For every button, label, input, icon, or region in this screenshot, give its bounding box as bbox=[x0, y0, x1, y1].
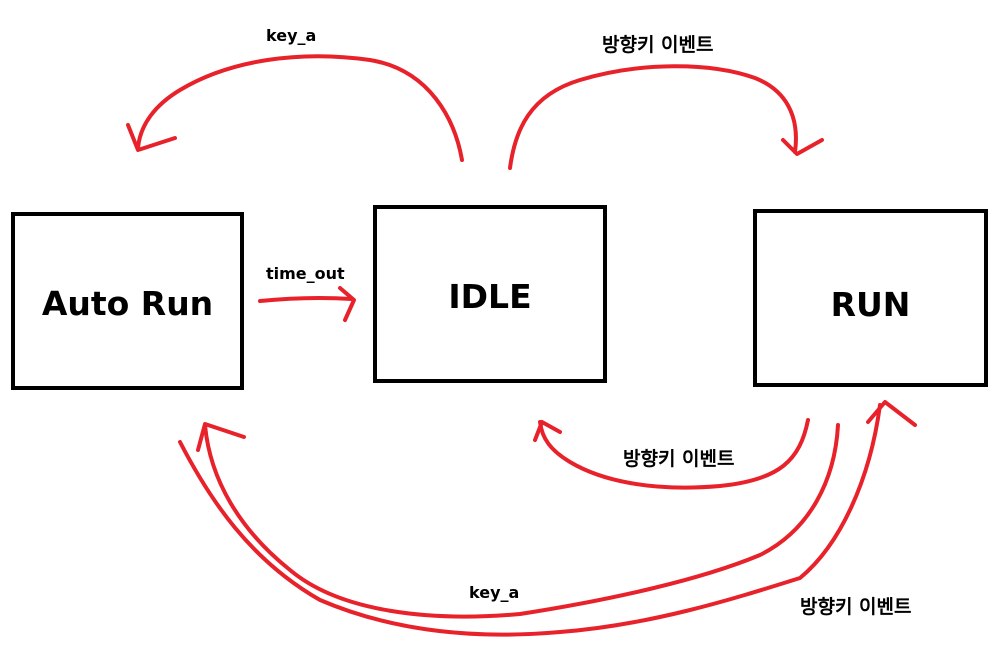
state-auto-run-label: Auto Run bbox=[41, 284, 214, 323]
state-idle: IDLE bbox=[373, 205, 607, 383]
label-auto-run-to-idle: time_out bbox=[266, 264, 345, 283]
label-idle-to-auto-run: key_a bbox=[266, 26, 317, 45]
state-run: RUN bbox=[753, 209, 988, 387]
state-idle-label: IDLE bbox=[448, 277, 532, 316]
state-auto-run: Auto Run bbox=[11, 212, 244, 390]
arrow-run-to-auto-run bbox=[196, 422, 840, 619]
arrow-idle-to-run bbox=[508, 64, 824, 170]
arrow-run-to-idle bbox=[533, 418, 810, 490]
arrow-auto-run-to-run bbox=[178, 400, 917, 637]
state-run-label: RUN bbox=[830, 285, 911, 324]
label-run-to-idle: 방향키 이벤트 bbox=[623, 448, 735, 470]
label-auto-run-to-run: 방향키 이벤트 bbox=[800, 596, 912, 618]
arrow-idle-to-auto-run bbox=[126, 54, 464, 162]
arrow-auto-run-to-idle bbox=[258, 286, 356, 322]
label-idle-to-run: 방향키 이벤트 bbox=[602, 34, 714, 56]
label-run-to-auto-run: key_a bbox=[469, 583, 520, 602]
